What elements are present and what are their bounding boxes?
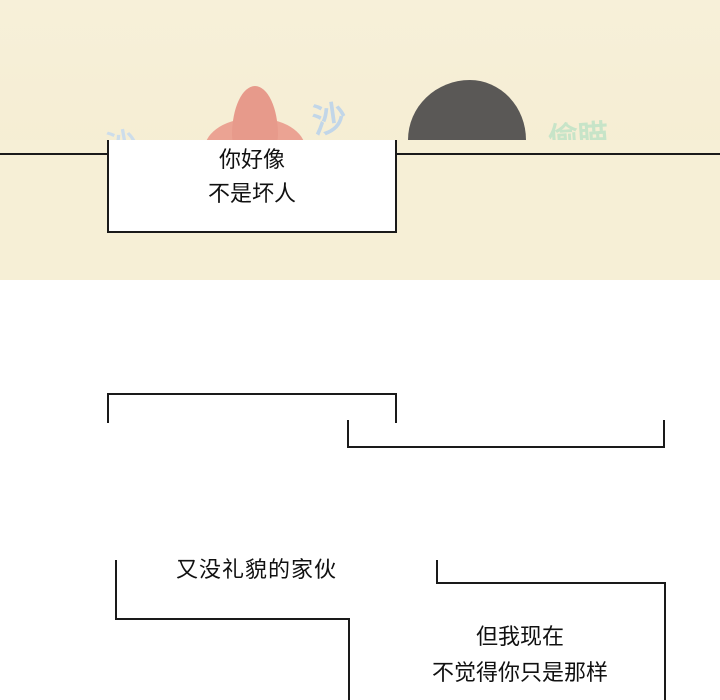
frame-lower-right [436,560,666,584]
illustrated-panel: 沙 沙 偷瞄 你好像 不是坏人 [0,0,720,280]
speech-line-2: 不是坏人 [207,182,296,207]
caption-2-line-2: 不觉得你只是那样 [431,661,608,686]
panel-border-left [0,153,108,155]
frame-upper-left [107,393,397,423]
frame-lower-left [115,560,350,620]
frame-lower-right-edge [664,582,666,700]
caption-2-line-1: 但我现在 [475,625,564,650]
speech-line-1: 你好像 [218,148,285,173]
panel-border-right [394,153,720,155]
speech-box: 你好像 不是坏人 [107,140,397,233]
frame-lower-left-edge [348,618,350,700]
sound-effect-sha: 沙 [309,97,350,143]
caption-rude-guy: 又没礼貌的家伙 [176,558,338,583]
frame-upper-right [347,420,665,448]
caption-dont-think: 但我现在 不觉得你只是那样 [380,620,660,692]
